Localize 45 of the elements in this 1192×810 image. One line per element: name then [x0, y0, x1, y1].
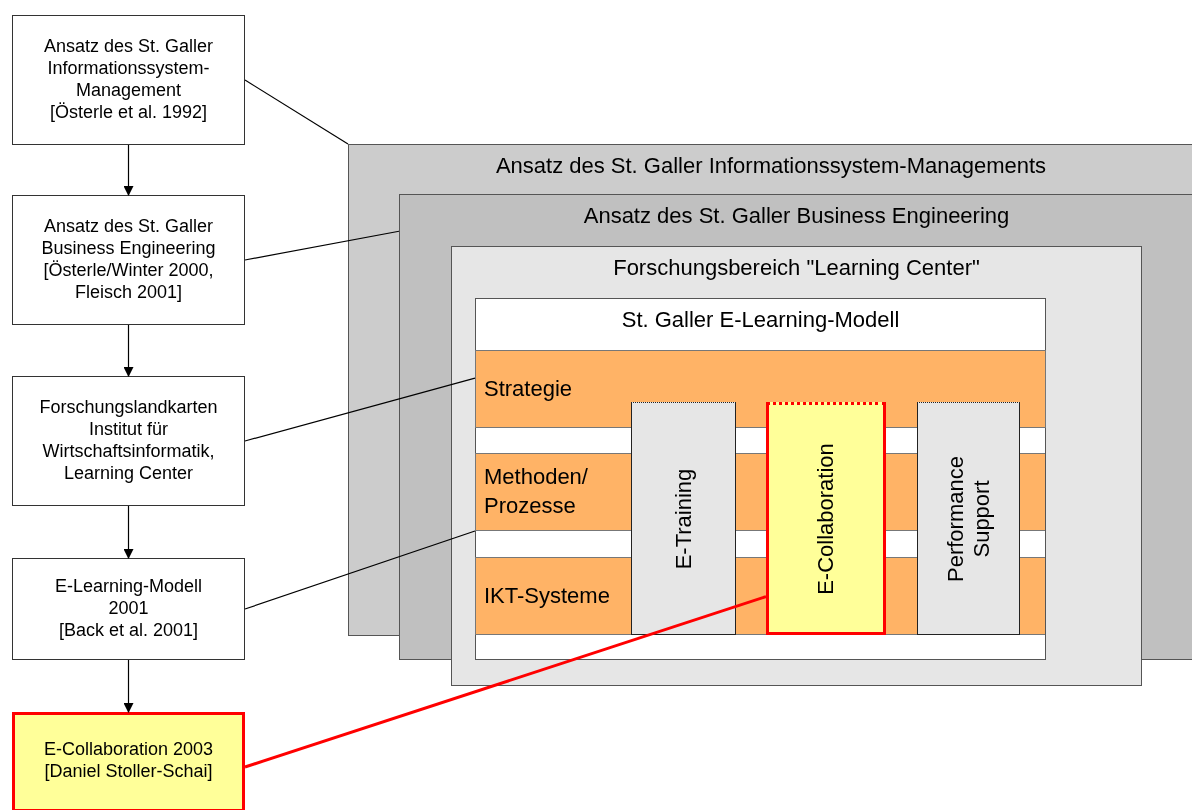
citation-text: [Back et al. 2001] — [58, 619, 199, 642]
box-title: E-Collaboration 2003 — [43, 739, 214, 761]
band-segment — [1020, 453, 1045, 531]
frame-title: St. Galler E-Learning-Modell — [621, 307, 900, 333]
box-title: Ansatz des St. Galler Informationssystem-Management — [42, 36, 215, 102]
leader-line — [244, 230, 400, 261]
source-box — [12, 376, 245, 506]
pillar-box — [917, 402, 1020, 635]
box-title: Ansatz des St. Galler Business Engineering — [40, 216, 217, 260]
leader-line — [244, 595, 767, 769]
highlighted-box — [12, 712, 245, 810]
citation-text: [Österle et al. 1992] — [49, 101, 208, 124]
leader-line — [244, 79, 349, 145]
band-label: Strategie — [484, 374, 573, 403]
source-box — [12, 15, 245, 145]
arrow — [123, 659, 134, 713]
arrow — [123, 505, 134, 559]
band-segment — [1020, 557, 1045, 635]
layer-frame — [451, 246, 1142, 686]
source-box — [12, 195, 245, 325]
citation-text: [Daniel Stoller-Schai] — [44, 760, 213, 783]
pillar-label: Performance Support — [942, 454, 995, 584]
band-segment — [886, 557, 919, 635]
band-segment — [736, 453, 767, 531]
layer-band — [475, 557, 632, 635]
highlighted-pillar — [766, 402, 886, 635]
model-frame — [475, 298, 1046, 660]
band-segment — [886, 453, 919, 531]
band-label: Methoden/ Prozesse — [484, 463, 589, 520]
citation-text: [Österle/Winter 2000, Fleisch 2001] — [42, 260, 215, 304]
layer-band — [475, 453, 632, 531]
arrow — [123, 144, 134, 196]
pillar-label: E-Collaboration — [812, 441, 839, 597]
leader-line — [244, 530, 476, 610]
leader-line — [244, 377, 476, 442]
pillar-box — [631, 402, 736, 635]
pillar-label: E-Training — [670, 467, 697, 571]
box-title: Forschungslandkarten Institut für Wirtschaftsinformatik, Learning Center — [38, 397, 219, 485]
box-title: E-Learning-Modell 2001 — [53, 576, 204, 620]
source-box — [12, 558, 245, 660]
arrow — [123, 324, 134, 377]
frame-title: Ansatz des St. Galler Business Engineering — [583, 203, 1010, 229]
frame-title: Ansatz des St. Galler Informationssystem-Managements — [495, 153, 1047, 179]
frame-title: Forschungsbereich "Learning Center" — [613, 255, 980, 281]
band-label: IKT-Systeme — [484, 581, 610, 610]
